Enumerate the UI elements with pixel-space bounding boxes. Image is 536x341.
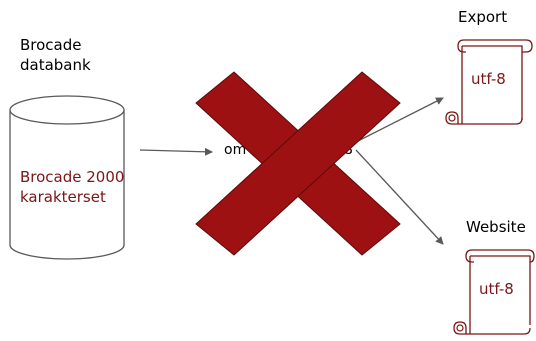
source-database: Brocade databank Brocade 2000 karakterse…: [9, 36, 125, 260]
source-charset-line2: karakterset: [20, 188, 106, 206]
website-encoding: utf-8: [479, 280, 514, 298]
converter-label-left: om: [224, 142, 246, 158]
arrow-database-to-converter: [139, 147, 213, 156]
source-title-line1: Brocade: [20, 36, 82, 54]
export-target: Export utf-8: [445, 8, 533, 125]
website-target: Website utf-8: [453, 218, 535, 335]
arrow-converter-to-export: [355, 97, 444, 143]
cross-stroke-b: [195, 71, 401, 256]
database-cylinder-body: [9, 110, 125, 260]
rejection-cross-icon: [195, 71, 401, 256]
website-title: Website: [466, 218, 526, 236]
source-charset-line1: Brocade 2000: [20, 168, 124, 186]
website-scroll-icon: [453, 249, 535, 335]
database-cylinder-top: [9, 95, 125, 125]
source-title-line2: databank: [20, 56, 91, 74]
export-scroll-icon: [445, 39, 533, 125]
export-title: Export: [458, 8, 507, 26]
arrow-converter-to-website: [355, 149, 444, 245]
export-encoding: utf-8: [471, 70, 506, 88]
